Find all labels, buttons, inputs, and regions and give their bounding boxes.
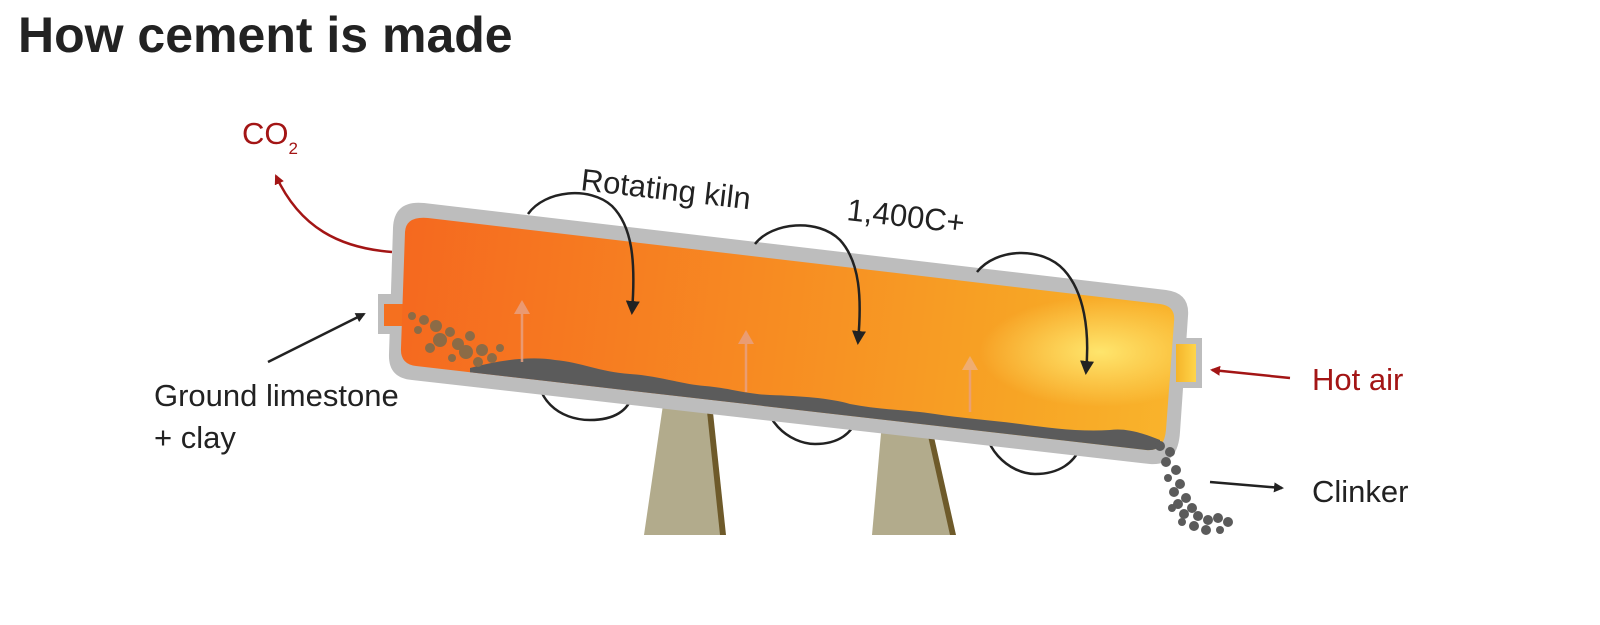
clinker-output-particles [1155, 441, 1233, 535]
input-arrow [267, 312, 366, 364]
temperature-label: 1,400C+ [845, 192, 966, 240]
input-label-line1: Ground limestone [154, 378, 399, 413]
co2-label: CO2 [242, 116, 298, 158]
kiln-support-right [872, 422, 956, 535]
clinker-arrow [1209, 480, 1284, 493]
heat-rising-arrows [514, 300, 978, 412]
input-label-line2: + clay [154, 420, 236, 455]
raw-material-rocks [408, 312, 504, 367]
page-title: How cement is made [18, 7, 513, 63]
hot-air-label: Hot air [1312, 362, 1403, 397]
rotating-kiln [378, 202, 1202, 465]
clinker-label: Clinker [1312, 474, 1408, 509]
rotation-arrows [526, 191, 1095, 375]
hot-glow [980, 297, 1175, 407]
hot-air-arrow [1210, 365, 1291, 380]
co2-exhaust-arrow [274, 174, 393, 254]
kiln-support-left [644, 398, 726, 535]
rotating-kiln-label: Rotating kiln [579, 162, 752, 216]
